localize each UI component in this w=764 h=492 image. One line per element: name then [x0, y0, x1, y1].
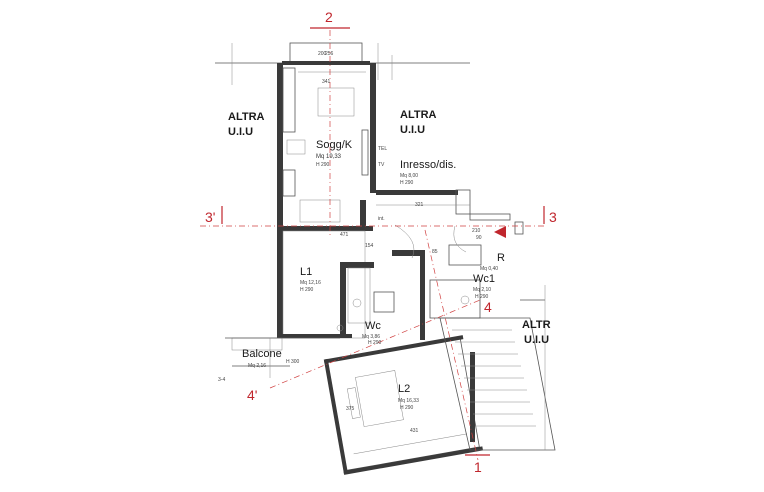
wall-l1-bottom	[282, 334, 352, 338]
wall-l2-top	[323, 335, 464, 364]
stair-treads	[452, 329, 536, 427]
room-l1-outline	[282, 230, 366, 339]
wall-ingresso-corner	[455, 189, 471, 215]
neighbor-bottom-right-title: ALTR	[522, 319, 551, 331]
wall-wc-right	[420, 250, 425, 340]
sink-unit	[286, 139, 306, 155]
sofa	[299, 199, 341, 223]
room-wc1-area: Mq 2,10	[473, 287, 491, 293]
neighbor-right-title: ALTRA	[400, 109, 437, 121]
wall-l2-bottom	[343, 446, 484, 475]
section-label-4: 4	[484, 299, 492, 315]
basin	[336, 324, 344, 332]
entry-arrow-icon	[494, 226, 506, 238]
fixture-tel: TEL	[378, 146, 387, 152]
room-wc-name: Wc	[365, 320, 381, 332]
r-outline	[448, 244, 482, 266]
room-l1-height: H 290	[300, 287, 314, 293]
room-r-area: Mq 0,40	[480, 266, 498, 272]
wall-l2-right	[470, 352, 475, 442]
neighbor-bottom-right-sub: U.I.U	[524, 334, 549, 346]
neighbor-right-sub: U.I.U	[400, 124, 425, 136]
section-label-1: 1	[474, 459, 482, 475]
wc-room-outline	[347, 267, 371, 324]
wall-l1-bath	[340, 262, 374, 268]
dim-line-431	[353, 433, 467, 455]
dim-375: 375	[346, 406, 355, 412]
dim-85: 85	[432, 249, 438, 255]
door-swing-2	[453, 225, 467, 253]
room-wc-height: H 290	[368, 340, 382, 346]
room-ingresso-area: Mq 8,00	[400, 173, 418, 179]
room-r-name: R	[497, 252, 505, 264]
room-l1-name: L1	[300, 266, 312, 278]
section-label-2: 2	[325, 9, 333, 25]
section-line-4	[269, 299, 481, 389]
section-label-3-right: 3	[549, 209, 557, 225]
wall-l1-top	[283, 226, 373, 231]
fixture-int: int.	[378, 216, 385, 222]
room-ingresso-height: H 290	[400, 180, 414, 186]
bed	[355, 370, 404, 427]
top-wall	[282, 61, 370, 65]
shaft	[373, 291, 395, 313]
dim-154: 154	[365, 243, 374, 249]
door-swing-1	[394, 224, 415, 259]
room-balcone-area: Mq 2,16	[248, 363, 266, 369]
section-line-1	[424, 229, 479, 461]
wc1-toilet	[460, 295, 470, 305]
room-l2-group	[323, 335, 484, 475]
room-l2-height: H 290	[400, 405, 414, 411]
room-wc1-name: Wc1	[473, 273, 495, 285]
dim-90: 90	[476, 235, 482, 241]
dim-321: 321	[415, 202, 424, 208]
desk	[346, 387, 361, 419]
kitchen-counter	[282, 67, 296, 133]
dim-210: 210	[472, 228, 481, 234]
fixture-tv: TV	[378, 162, 385, 168]
entry-threshold	[469, 213, 511, 221]
room-sogg-area: Mq 19,33	[316, 154, 342, 160]
wall-l2-left	[323, 358, 348, 474]
room-ingresso-name: Inresso/dis.	[400, 159, 456, 171]
neighbor-left-title: ALTRA	[228, 111, 265, 123]
wall-sogg-right	[370, 63, 376, 193]
wall-ingresso-top	[376, 190, 458, 195]
wall-wc-top	[392, 250, 422, 256]
wall-left	[277, 63, 283, 338]
stair-outline	[439, 317, 556, 451]
dining-table	[317, 87, 355, 117]
neighbor-left-sub: U.I.U	[228, 126, 253, 138]
room-wc1-height: H 290	[475, 294, 489, 300]
room-wc-area: Mq 3,86	[362, 334, 380, 340]
dim-341: 341	[322, 79, 331, 85]
wall-partition	[360, 200, 366, 230]
section-label-4-prime: 4'	[247, 387, 257, 403]
section-label-3-left: 3'	[205, 209, 215, 225]
room-sogg-name: Sogg/K	[316, 139, 353, 151]
room-sogg-height: H 290	[316, 162, 330, 168]
room-balcone-name: Balcone	[242, 348, 282, 360]
dim-3-4: 3-4	[218, 377, 225, 383]
room-l1-area: Mq 12,16	[300, 280, 321, 286]
dim-471: 471	[340, 232, 349, 238]
toilet	[352, 298, 362, 308]
room-l2-area: Mq 16,33	[398, 398, 419, 404]
entry-post	[514, 221, 524, 235]
tv-wall	[361, 129, 369, 176]
room-l2-name: L2	[398, 383, 410, 395]
dim-431: 431	[410, 428, 419, 434]
cabinet	[282, 169, 296, 197]
wall-l1-right	[340, 262, 346, 334]
dim-200: 200	[318, 51, 327, 57]
room-balcone-height: H 300	[286, 359, 300, 365]
dim-256: 256	[325, 51, 334, 57]
